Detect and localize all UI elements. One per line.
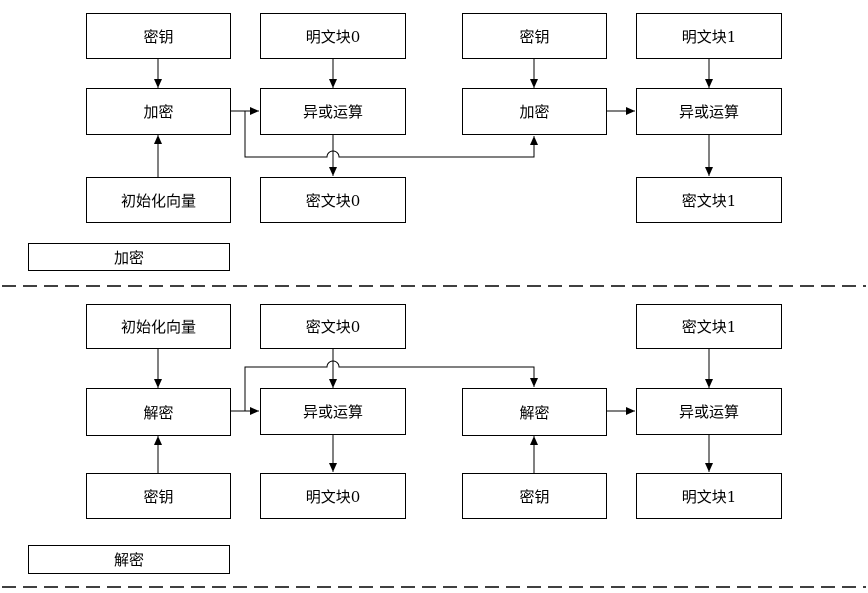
enc-xor1-label: 异或运算 — [678, 103, 739, 121]
enc-xor1-box: 异或运算 — [636, 88, 782, 135]
dec-plain1-label: 明文块1 — [681, 487, 737, 506]
enc-iv-box: 初始化向量 — [86, 177, 231, 223]
dec-plain0-box: 明文块0 — [260, 473, 406, 519]
dec-decrypt-a-label: 解密 — [143, 403, 174, 422]
enc-plain1-box: 明文块1 — [636, 13, 782, 59]
dec-xor0-box: 异或运算 — [260, 388, 406, 435]
dec-decrypt-b-box: 解密 — [462, 388, 607, 436]
encrypt-section-label: 加密 — [28, 243, 230, 271]
dec-plain1-box: 明文块1 — [636, 473, 782, 519]
enc-cipher1-label: 密文块1 — [681, 191, 737, 210]
dec-iv-label: 初始化向量 — [120, 318, 196, 336]
dec-cipher1-box: 密文块1 — [636, 304, 782, 349]
encrypt-section-text: 加密 — [113, 248, 144, 267]
dec-key-a-box: 密钥 — [86, 473, 231, 519]
dec-decrypt-a-box: 解密 — [86, 388, 231, 436]
dec-iv-box: 初始化向量 — [86, 304, 231, 349]
dec-decrypt-b-label: 解密 — [519, 403, 550, 422]
enc-encrypt-b-box: 加密 — [462, 88, 607, 135]
enc-iv-label: 初始化向量 — [120, 191, 196, 210]
enc-key-b-box: 密钥 — [462, 13, 607, 59]
enc-cipher1-box: 密文块1 — [636, 177, 782, 223]
decrypt-section-label: 解密 — [28, 545, 230, 574]
enc-cipher0-label: 密文块0 — [305, 191, 361, 210]
enc-plain0-box: 明文块0 — [260, 13, 406, 59]
feedback-encrypt-a-to-encrypt-b — [244, 111, 538, 158]
enc-xor0-label: 异或运算 — [302, 103, 363, 121]
feedback-decrypt-a-to-decrypt-b — [231, 360, 538, 412]
dec-key-b-label: 密钥 — [519, 487, 550, 506]
dec-xor1-box: 异或运算 — [636, 388, 782, 435]
enc-key-a-label: 密钥 — [143, 27, 174, 46]
dec-cipher0-box: 密文块0 — [260, 304, 406, 349]
enc-key-a-box: 密钥 — [86, 13, 231, 59]
enc-cipher0-box: 密文块0 — [260, 177, 406, 223]
dec-cipher0-label: 密文块0 — [305, 318, 361, 336]
dec-cipher1-label: 密文块1 — [681, 318, 737, 336]
dec-xor0-label: 异或运算 — [302, 403, 363, 421]
enc-xor0-box: 异或运算 — [260, 88, 406, 135]
dec-xor1-label: 异或运算 — [678, 403, 739, 421]
dec-key-b-box: 密钥 — [462, 473, 607, 519]
enc-plain1-label: 明文块1 — [681, 27, 737, 46]
decrypt-section-text: 解密 — [113, 551, 144, 569]
enc-encrypt-a-box: 加密 — [86, 88, 231, 135]
enc-encrypt-b-label: 加密 — [519, 103, 550, 121]
dec-plain0-label: 明文块0 — [305, 487, 361, 506]
enc-encrypt-a-label: 加密 — [143, 103, 174, 121]
dec-key-a-label: 密钥 — [143, 487, 174, 506]
enc-plain0-label: 明文块0 — [305, 27, 361, 46]
enc-key-b-label: 密钥 — [519, 27, 550, 46]
